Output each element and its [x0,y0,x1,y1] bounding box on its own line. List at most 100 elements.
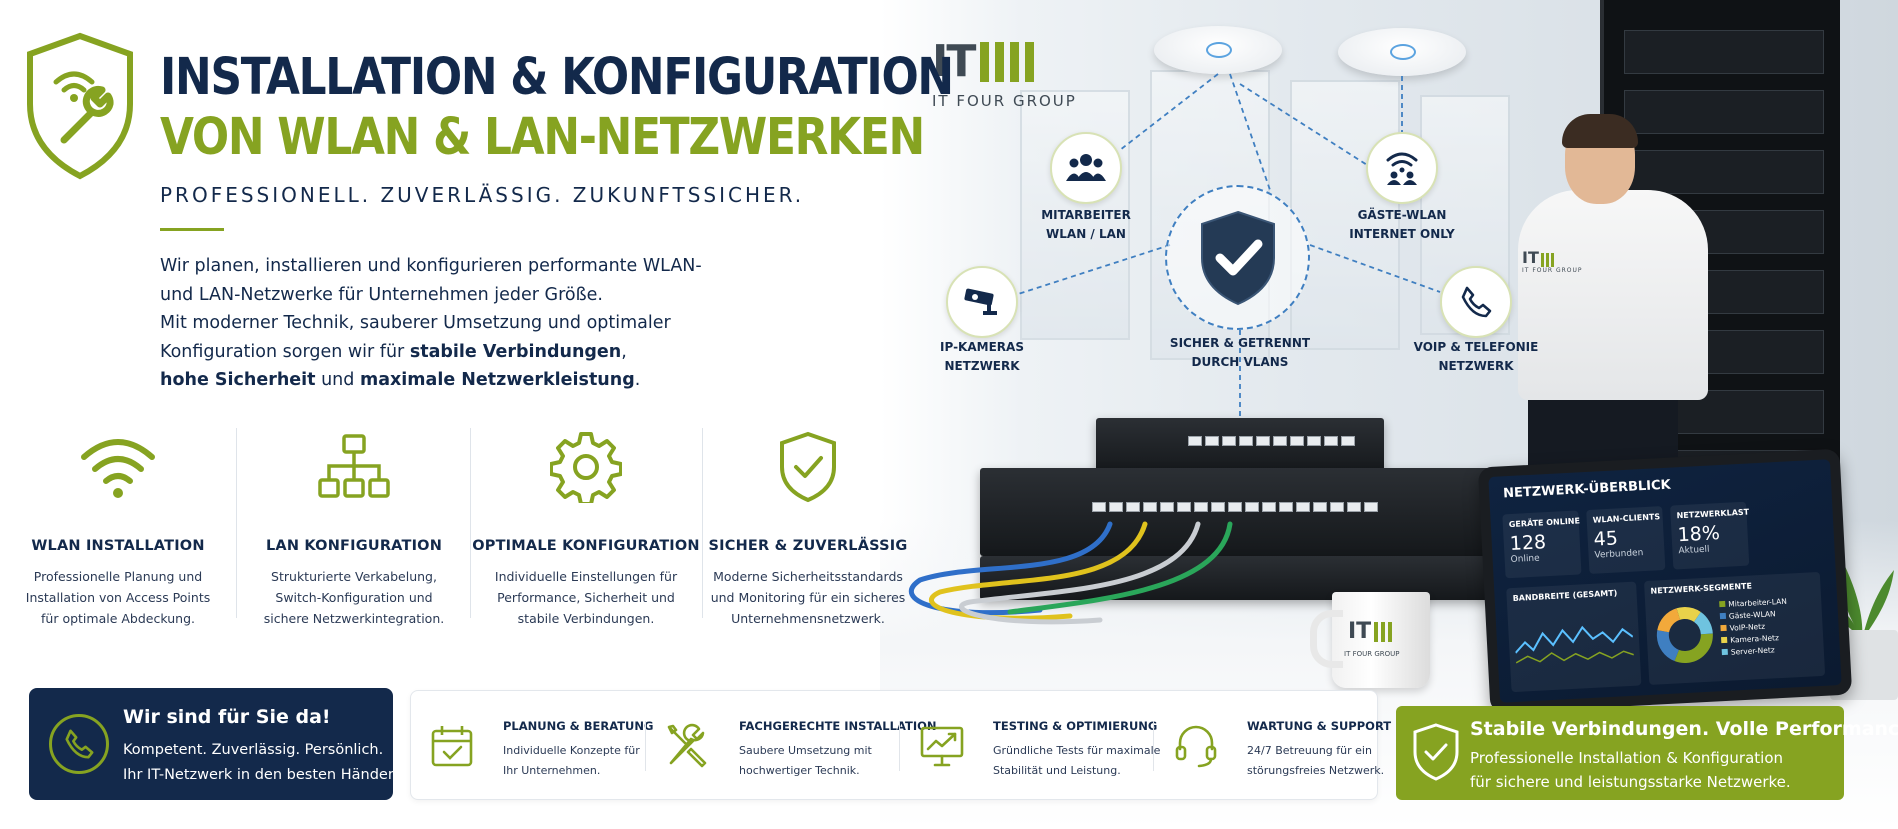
shield-check-icon [1200,210,1275,305]
feature-title: SICHER & ZUVERLÄSSIG [708,538,908,554]
switch-ports [1188,436,1355,446]
feature-lan-configuration: LAN KONFIGURATION Strukturierte Verkabel… [238,422,470,629]
stat-devices-online: GERÄTE ONLINE 128 Online [1502,510,1582,579]
technician-hair [1562,114,1638,148]
closing-text: Professionelle Installation & Konfigurat… [1470,749,1791,791]
intro-paragraph: Wir planen, installieren und konfigurier… [160,256,702,390]
segments-donut [1656,607,1713,664]
mug-logo-name: IT FOUR GROUP [1344,650,1400,658]
step-support: WARTUNG & SUPPORT 24/7 Betreuung für ein… [1173,691,1391,801]
gear-icon [550,432,622,503]
page-title-line2: VON WLAN & LAN-NETZWERKEN [160,108,925,167]
monitor-chart-icon [920,726,964,767]
dashboard-screen: NETZWERK-ÜBERBLICK GERÄTE ONLINE 128 Onl… [1488,459,1842,703]
wifi-icon [81,439,155,498]
camera-icon [964,288,997,315]
feature-wlan-installation: WLAN INSTALLATION Professionelle Planung… [2,422,234,629]
rack-unit [1624,30,1824,74]
headset-icon [1175,725,1217,768]
rack-unit [1624,150,1824,194]
network-switch-main [980,468,1490,556]
access-point [1154,26,1282,74]
phone-icon [1461,286,1492,318]
legend-item: Server-Netz [1721,644,1790,660]
feature-desc: Strukturierte Verkabelung,Switch-Konfigu… [263,569,445,626]
coffee-mug: IT IT FOUR GROUP [1310,592,1430,688]
node-guest-wifi [1366,132,1438,204]
network-tree-icon [318,434,390,498]
tagline: PROFESSIONELL. ZUVERLÄSSIG. ZUKUNFTSSICH… [160,183,805,207]
feature-secure-reliable: SICHER & ZUVERLÄSSIG Moderne Sicherheits… [692,422,924,629]
step-installation: FACHGERECHTE INSTALLATION Saubere Umsetz… [665,691,937,801]
tools-icon [667,723,707,768]
brand-name: IT FOUR GROUP [932,92,1077,110]
calendar-check-icon [431,726,473,767]
closing-box: Stabile Verbindungen. Volle Performance.… [1396,706,1898,800]
shield-check-icon [1413,723,1459,781]
access-point [1338,28,1466,76]
segments-panel: NETZWERK-SEGMENTE Mitarbeiter-LAN Gäste-… [1643,571,1826,685]
bandwidth-panel: BANDBREITE (GESAMT) [1506,581,1642,693]
process-steps: PLANUNG & BERATUNG Individuelle Konzepte… [410,690,1391,801]
shield-check-icon [780,431,836,503]
stat-network-load: NETZWERKLAST 18% Aktuell [1670,501,1749,570]
bandwidth-sparkline [1514,625,1635,664]
network-cables [908,521,1233,625]
node-voip [1440,266,1512,338]
dashboard-tablet: NETZWERK-ÜBERBLICK GERÄTE ONLINE 128 Onl… [1477,448,1853,714]
feature-title: OPTIMALE KONFIGURATION [472,538,700,554]
step-title: FACHGERECHTE INSTALLATION [739,719,937,733]
contact-text: Kompetent. Zuverlässig. Persönlich.Ihr I… [123,742,402,783]
shirt-logo-mark: IT [1522,248,1539,267]
divider [645,721,646,771]
segments-legend: Mitarbeiter-LAN Gäste-WLAN VoIP-Netz Kam… [1719,596,1790,659]
closing-title: Stabile Verbindungen. Volle Performance. [1470,718,1898,740]
divider [236,428,237,618]
divider [702,428,703,618]
title-divider [160,228,224,231]
divider [1153,721,1154,771]
stat-wlan-clients: WLAN-CLIENTS 45 Verbunden [1586,506,1666,574]
divider [899,721,900,771]
phone-icon [49,714,109,774]
users-icon [1066,154,1106,181]
dashboard-title: NETZWERK-ÜBERBLICK [1502,477,1672,502]
page-title-line1: INSTALLATION & KONFIGURATION [160,48,954,107]
brand-mark: IT [932,36,976,87]
contact-title: Wir sind für Sie da! [123,706,331,728]
step-testing: TESTING & OPTIMIERUNG Gründliche Tests f… [919,691,1160,801]
feature-optimal-configuration: OPTIMALE KONFIGURATION Individuelle Eins… [470,422,702,629]
guest-wifi-icon [1386,152,1418,185]
switch-ports [1092,502,1378,512]
feature-title: WLAN INSTALLATION [31,538,205,554]
network-switch-top [1096,418,1384,474]
vlan-center-node [1165,185,1310,330]
contact-box: Wir sind für Sie da! Kompetent. Zuverläs… [29,688,402,800]
brand-logo: IT IT FOUR GROUP [932,36,1077,111]
window-pane [1020,90,1130,340]
mug-logo-mark: IT [1348,619,1372,644]
divider [470,428,471,618]
step-title: PLANUNG & BERATUNG [503,719,654,733]
technician-shirt [1518,190,1708,400]
step-title: WARTUNG & SUPPORT [1247,719,1392,733]
wifi-shield-icon [27,32,133,180]
feature-title: LAN KONFIGURATION [265,538,443,554]
rack-unit [1624,90,1824,134]
node-ip-cameras [946,266,1018,338]
shirt-logo-name: IT FOUR GROUP [1522,267,1583,274]
shirt-logo: IT IT FOUR GROUP [1522,248,1583,274]
